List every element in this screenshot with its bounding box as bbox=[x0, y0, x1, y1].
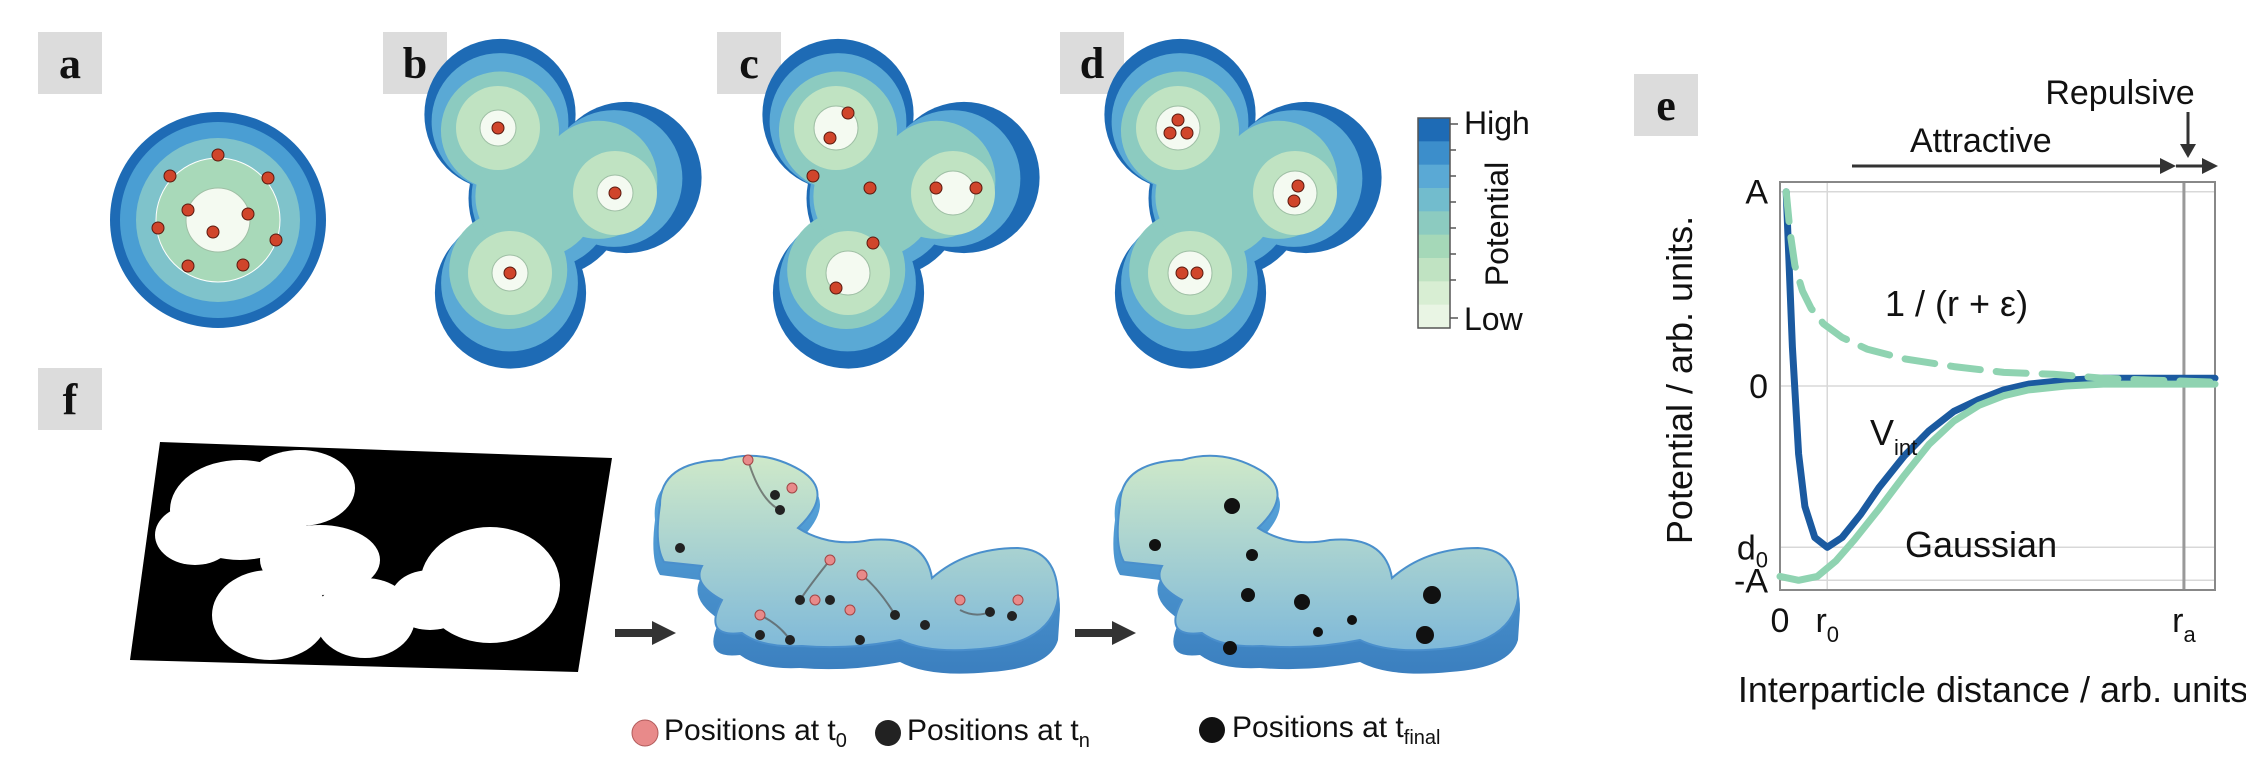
repulsive-label: Repulsive bbox=[2045, 74, 2194, 112]
repulsive-arrow bbox=[2176, 112, 2218, 174]
chart-x-tick-label: ra bbox=[2172, 602, 2196, 647]
series-label-gaussian: Gaussian bbox=[1905, 524, 2057, 565]
binary-mask-image bbox=[130, 442, 612, 672]
panel-label-a: a bbox=[38, 32, 102, 94]
legend-marker-tn bbox=[875, 720, 901, 746]
panel-c-trefoil bbox=[762, 38, 1040, 369]
chart-y-axis-label: Potential / arb. units. bbox=[1659, 216, 1700, 544]
panel-b-trefoil bbox=[424, 38, 702, 369]
colorbar-title: Potential bbox=[1479, 162, 1515, 287]
panel-label-d: d bbox=[1060, 32, 1124, 94]
series-line-0 bbox=[1782, 188, 2219, 551]
attractive-label: Attractive bbox=[1910, 122, 2052, 160]
series-label-inverse: 1 / (r + ε) bbox=[1885, 283, 2028, 324]
arrow-icon bbox=[615, 621, 676, 645]
series-line-2 bbox=[1782, 188, 2219, 386]
colorbar-stripe bbox=[1418, 304, 1450, 329]
legend-label-tn: Positions at tn bbox=[907, 714, 1090, 752]
chart-y-tick-label: 0 bbox=[1749, 368, 1768, 406]
legend-marker-tfinal bbox=[1199, 717, 1225, 743]
legend-marker-t0 bbox=[631, 719, 659, 747]
panel-label-f: f bbox=[38, 368, 102, 430]
colorbar-stripe bbox=[1418, 141, 1450, 166]
chart-y-tick-label: -A bbox=[1734, 562, 1768, 600]
chart-y-tick-label: d0 bbox=[1737, 529, 1768, 572]
chart-frame bbox=[1779, 181, 2216, 591]
chart-y-tick-label: A bbox=[1745, 174, 1768, 212]
panel-a-circle bbox=[110, 112, 326, 328]
chart-x-axis-label: Interparticle distance / arb. units. bbox=[1738, 669, 2246, 710]
panel-d-trefoil bbox=[1104, 38, 1382, 369]
colorbar-stripe bbox=[1418, 281, 1450, 306]
panel-label-b: b bbox=[383, 32, 447, 94]
colorbar: High Low Potential bbox=[1417, 105, 1530, 337]
chart-x-tick-label: r0 bbox=[1815, 602, 1839, 647]
colorbar-stripe bbox=[1418, 234, 1450, 259]
surface-3d-tfinal bbox=[1113, 454, 1520, 674]
colorbar-stripe bbox=[1418, 118, 1450, 142]
arrow-icon bbox=[1075, 621, 1136, 645]
panel-label-c: c bbox=[717, 32, 781, 94]
chart-x-tick-label: 0 bbox=[1771, 602, 1790, 640]
attractive-arrow bbox=[1852, 158, 2176, 174]
series-line-1 bbox=[1776, 380, 2219, 584]
panel-label-e: e bbox=[1634, 74, 1698, 136]
colorbar-stripe bbox=[1418, 164, 1450, 189]
colorbar-stripe bbox=[1418, 211, 1450, 236]
legend-label-tfinal: Positions at tfinal bbox=[1232, 711, 1441, 749]
legend-label-t0: Positions at t0 bbox=[664, 714, 847, 752]
series-label-vint: Vint bbox=[1870, 412, 1917, 460]
colorbar-low-label: Low bbox=[1464, 301, 1524, 337]
colorbar-stripe bbox=[1418, 258, 1450, 282]
colorbar-high-label: High bbox=[1464, 105, 1530, 141]
chart-grid bbox=[1779, 182, 2215, 590]
colorbar-stripe bbox=[1418, 188, 1450, 212]
surface-3d-tn bbox=[653, 454, 1060, 674]
